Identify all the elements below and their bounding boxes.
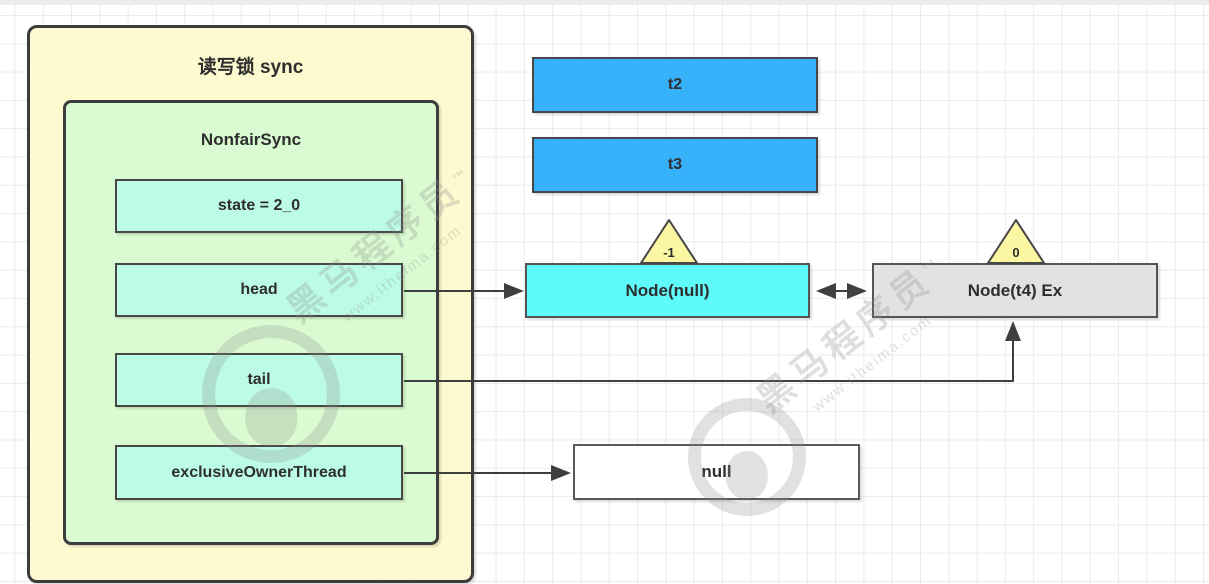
waitstatus-value-node-t4: 0	[1012, 245, 1019, 260]
triangle-icon	[640, 219, 698, 264]
exclusive-owner-thread-field-box: exclusiveOwnerThread	[115, 445, 403, 500]
state-field-box: state = 2_0	[115, 179, 403, 233]
thread-t2-box: t2	[532, 57, 818, 113]
nonfairsync-title: NonfairSync	[200, 130, 302, 149]
canvas-top-edge	[0, 0, 1209, 5]
waitstatus-triangle-node-t4: 0	[987, 219, 1045, 264]
queue-node-t4-box: Node(t4) Ex	[872, 263, 1158, 318]
waitstatus-triangle-node-null: -1	[640, 219, 698, 264]
thread-t3-box: t3	[532, 137, 818, 193]
queue-node-null-box: Node(null)	[525, 263, 810, 318]
readwrite-lock-title: 读写锁 sync	[197, 57, 304, 78]
tail-pointer-arrow	[404, 321, 1021, 382]
owner-null-box: null	[573, 444, 860, 500]
triangle-icon	[987, 219, 1045, 264]
watermark-center: 黑马程序员™ www.itheima.com	[714, 220, 995, 462]
waitstatus-value-node-null: -1	[663, 245, 675, 260]
head-field-box: head	[115, 263, 403, 317]
tail-field-box: tail	[115, 353, 403, 407]
